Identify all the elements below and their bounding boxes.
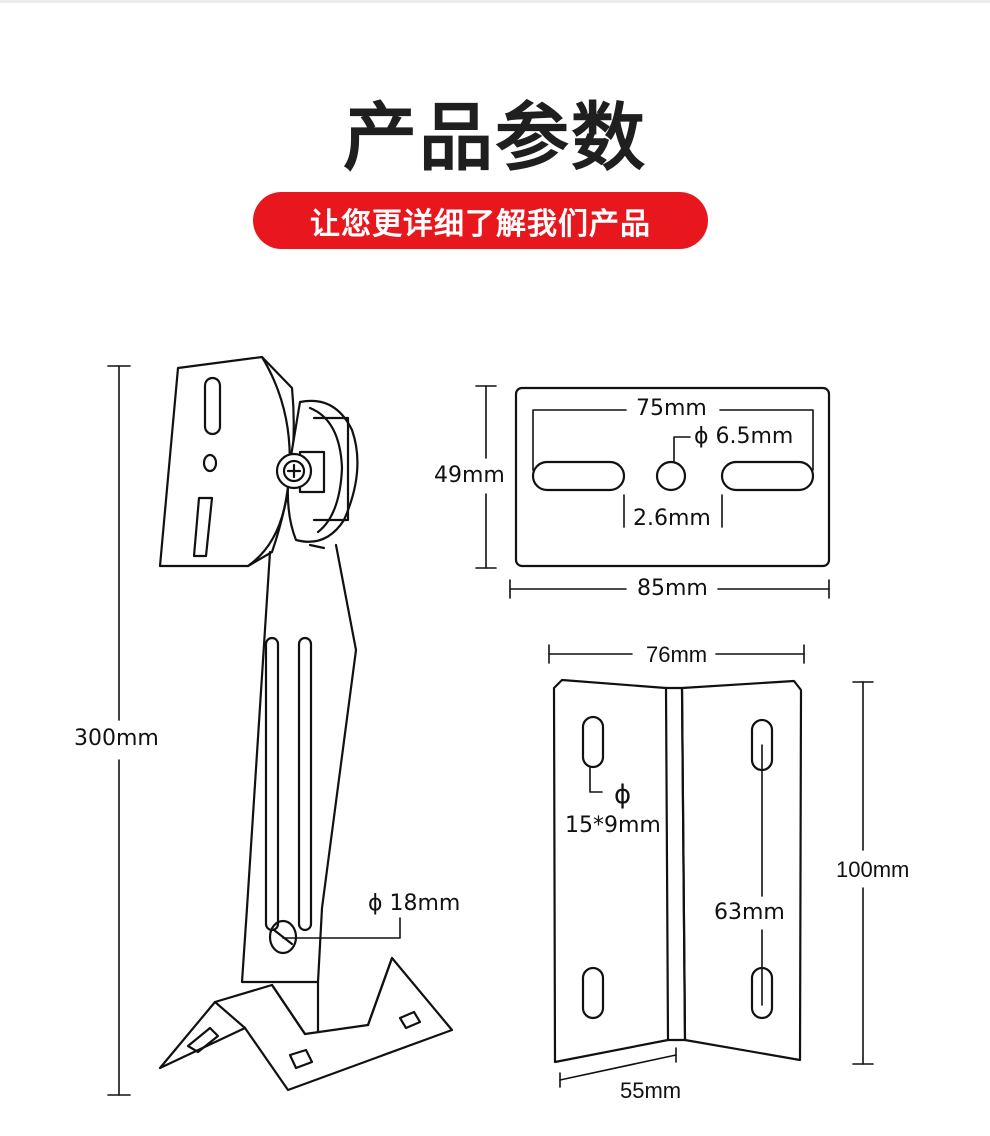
plate-hole-diameter-label: ϕ 6.5mm [694,424,794,449]
top-divider [0,0,990,3]
base-slot-symbol: ϕ [614,780,632,810]
plate-hole-spacing-label: 75mm [636,396,707,421]
plate-height-label: 49mm [434,463,505,488]
height-dimension-line [107,365,131,1096]
total-height-label: 300mm [74,726,159,751]
plate-drawing [514,386,831,568]
plate-width-label: 85mm [637,576,708,601]
base-height-label: 100mm [836,857,910,882]
subtitle-banner: 让您更详细了解我们产品 [253,192,708,249]
base-slot-spacing-label: 63mm [714,900,785,925]
base-flange-width-label: 55mm [620,1078,682,1103]
base-dimension-lines [548,644,874,1088]
base-hole-label: ϕ 18mm [368,891,461,916]
plate-slot-gap-label: 2.6mm [633,506,711,531]
bracket-illustration [158,355,454,1092]
page-title: 产品参数 [343,95,647,181]
base-drawing [552,678,803,1064]
plate-dimension-lines [475,385,830,599]
base-slot-size-label: 15*9mm [565,813,661,838]
subtitle-text: 让您更详细了解我们产品 [310,206,651,242]
base-width-label: 76mm [646,642,708,667]
